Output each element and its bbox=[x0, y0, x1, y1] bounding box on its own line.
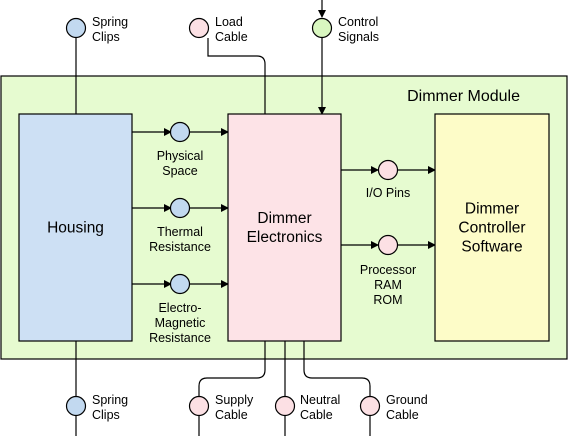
label-line: Resistance bbox=[149, 331, 211, 345]
housing-label: Housing bbox=[47, 220, 104, 237]
label-line: Physical bbox=[157, 149, 204, 163]
interface-port-icon bbox=[359, 395, 381, 417]
label-line: Spring bbox=[92, 15, 128, 29]
dimmer-electronics-box bbox=[227, 113, 342, 342]
label-line: Processor bbox=[360, 263, 416, 277]
interface-port-icon bbox=[188, 17, 210, 39]
label-line: Signals bbox=[338, 30, 379, 44]
label-line: Magnetic bbox=[155, 316, 206, 330]
label-line: Clips bbox=[92, 408, 120, 422]
label-line: Electro- bbox=[158, 301, 201, 315]
label-line: Ground bbox=[386, 393, 428, 407]
label-line: Load bbox=[215, 15, 243, 29]
label-line: Space bbox=[162, 164, 197, 178]
label-line: Neutral bbox=[300, 393, 340, 407]
label-line: Cable bbox=[215, 30, 248, 44]
label-line: Dimmer bbox=[257, 210, 311, 227]
interface-port-icon bbox=[169, 273, 191, 295]
label-line: RAM bbox=[374, 278, 402, 292]
label-line: Dimmer bbox=[465, 201, 519, 218]
label-line: Cable bbox=[215, 408, 248, 422]
label-line: Housing bbox=[47, 220, 104, 237]
interface-port-icon bbox=[65, 17, 87, 39]
label-line: Clips bbox=[92, 30, 120, 44]
label-line: Thermal bbox=[157, 225, 203, 239]
label-line: Control bbox=[338, 15, 378, 29]
housing-box bbox=[18, 113, 133, 342]
label-line: Cable bbox=[386, 408, 419, 422]
port-io-pins-label: I/O Pins bbox=[366, 186, 410, 200]
label-line: Cable bbox=[300, 408, 333, 422]
wire-supply-cable bbox=[198, 341, 266, 436]
wire-load-cable bbox=[207, 38, 266, 114]
interface-port-icon bbox=[377, 234, 399, 256]
wire-ground-cable bbox=[303, 341, 371, 436]
interface-port-icon bbox=[169, 197, 191, 219]
dimmer-module-title: Dimmer Module bbox=[407, 88, 520, 105]
label-line: Software bbox=[461, 239, 522, 256]
label-line: I/O Pins bbox=[366, 186, 410, 200]
interface-port-icon bbox=[274, 395, 296, 417]
dimmer-controller-software-box bbox=[434, 113, 550, 342]
interface-port-icon bbox=[169, 121, 191, 143]
label-line: Resistance bbox=[149, 240, 211, 254]
label-line: Supply bbox=[215, 393, 254, 407]
interface-port-icon bbox=[188, 395, 210, 417]
label-line: Spring bbox=[92, 393, 128, 407]
interface-port-icon bbox=[377, 159, 399, 181]
interface-port-icon bbox=[311, 17, 333, 39]
label-line: ROM bbox=[373, 293, 402, 307]
interface-port-icon bbox=[65, 395, 87, 417]
label-line: Electronics bbox=[247, 229, 323, 246]
label-line: Controller bbox=[458, 220, 525, 237]
port-io-pins: I/O Pins bbox=[366, 159, 410, 200]
